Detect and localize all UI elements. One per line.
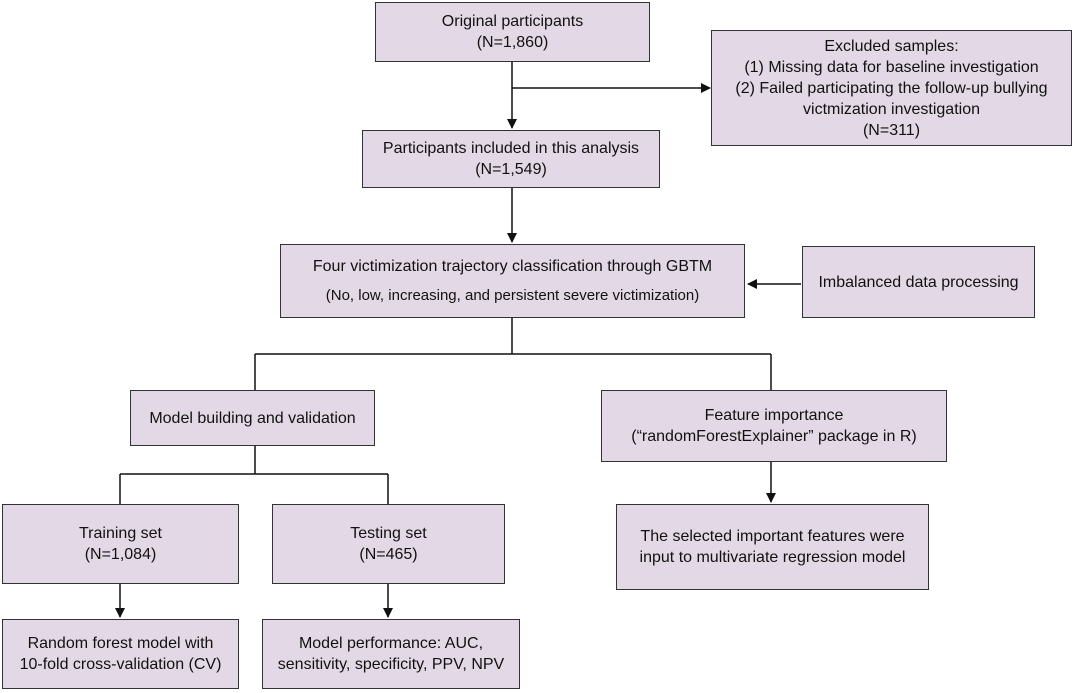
box-line: Participants included in this analysis [382, 140, 640, 157]
testing-set-box: Testing set (N=465) [272, 504, 505, 584]
box-line: Original participants [441, 13, 584, 30]
box-line: (N=465) [359, 546, 418, 563]
box-line: Training set [79, 525, 162, 542]
imbalanced-data-box: Imbalanced data processing [802, 246, 1035, 318]
box-line: (“randomForestExplainer” package in R) [631, 428, 917, 445]
training-set-box: Training set (N=1,084) [2, 504, 239, 584]
box-line: The selected important features were [640, 528, 905, 545]
box-line: 10-fold cross-validation (CV) [19, 656, 222, 673]
box-line: Model building and validation [149, 409, 356, 427]
model-performance-box: Model performance: AUC, sensitivity, spe… [262, 619, 520, 689]
trajectory-classification-box: Four victimization trajectory classifica… [280, 244, 745, 318]
box-line: (N=1,860) [476, 34, 549, 51]
box-line: sensitivity, specificity, PPV, NPV [277, 656, 505, 673]
box-line: Four victimization trajectory classifica… [312, 258, 713, 275]
box-line: Feature importance [704, 407, 844, 424]
box-line: Testing set [350, 525, 427, 542]
box-line: (N=1,549) [475, 161, 547, 178]
excluded-samples-box: Excluded samples: (1) Missing data for b… [711, 30, 1072, 146]
box-line: (1) Missing data for baseline investigat… [744, 58, 1039, 76]
box-line: (N=1,084) [84, 546, 157, 563]
box-line: Random forest model with [27, 635, 214, 652]
box-line: victmization investigation [803, 100, 980, 118]
box-line: input to multivariate regression model [639, 549, 906, 566]
box-line: (N=311) [862, 121, 921, 139]
box-line: Model performance: AUC, [298, 635, 484, 652]
random-forest-box: Random forest model with 10-fold cross-v… [2, 619, 239, 689]
box-line: (No, low, increasing, and persistent sev… [325, 287, 700, 304]
original-participants-box: Original participants (N=1,860) [375, 2, 650, 62]
included-participants-box: Participants included in this analysis (… [362, 130, 660, 188]
feature-importance-box: Feature importance (“randomForestExplain… [601, 390, 947, 462]
selected-features-box: The selected important features were inp… [616, 504, 929, 590]
box-line: (2) Failed participating the follow-up b… [735, 79, 1048, 97]
box-line: Excluded samples: [824, 37, 959, 55]
model-building-box: Model building and validation [130, 390, 375, 446]
box-line: Imbalanced data processing [818, 273, 1019, 291]
